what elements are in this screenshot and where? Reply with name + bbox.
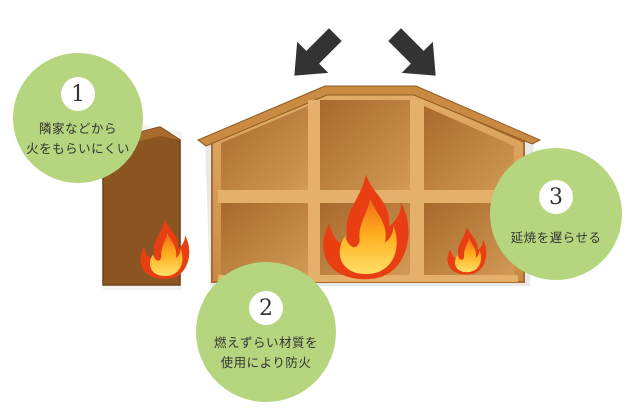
callout-text: 延焼を遅らせる	[510, 230, 602, 245]
flame-icon	[323, 174, 409, 280]
callout-text: 隣家などから 火をもらいにくい	[26, 121, 130, 156]
callout-number: 3	[539, 180, 573, 214]
callout-3: 3 延焼を遅らせる	[490, 148, 622, 280]
flame-icon	[140, 219, 190, 279]
room-top-middle	[320, 100, 410, 190]
flame-icon	[447, 226, 487, 275]
callout-1: 1 隣家などから 火をもらいにくい	[13, 53, 143, 183]
callout-text: 燃えずらい材質を 使用により防火	[213, 335, 318, 370]
arrow-down-right-icon	[294, 28, 342, 76]
arrow-down-left-icon	[388, 28, 436, 76]
room-top-left	[221, 106, 308, 190]
room-top-right	[424, 106, 514, 190]
callout-number: 1	[61, 77, 95, 111]
callout-number: 2	[249, 291, 283, 325]
callout-2: 2 燃えずらい材質を 使用により防火	[196, 262, 336, 402]
